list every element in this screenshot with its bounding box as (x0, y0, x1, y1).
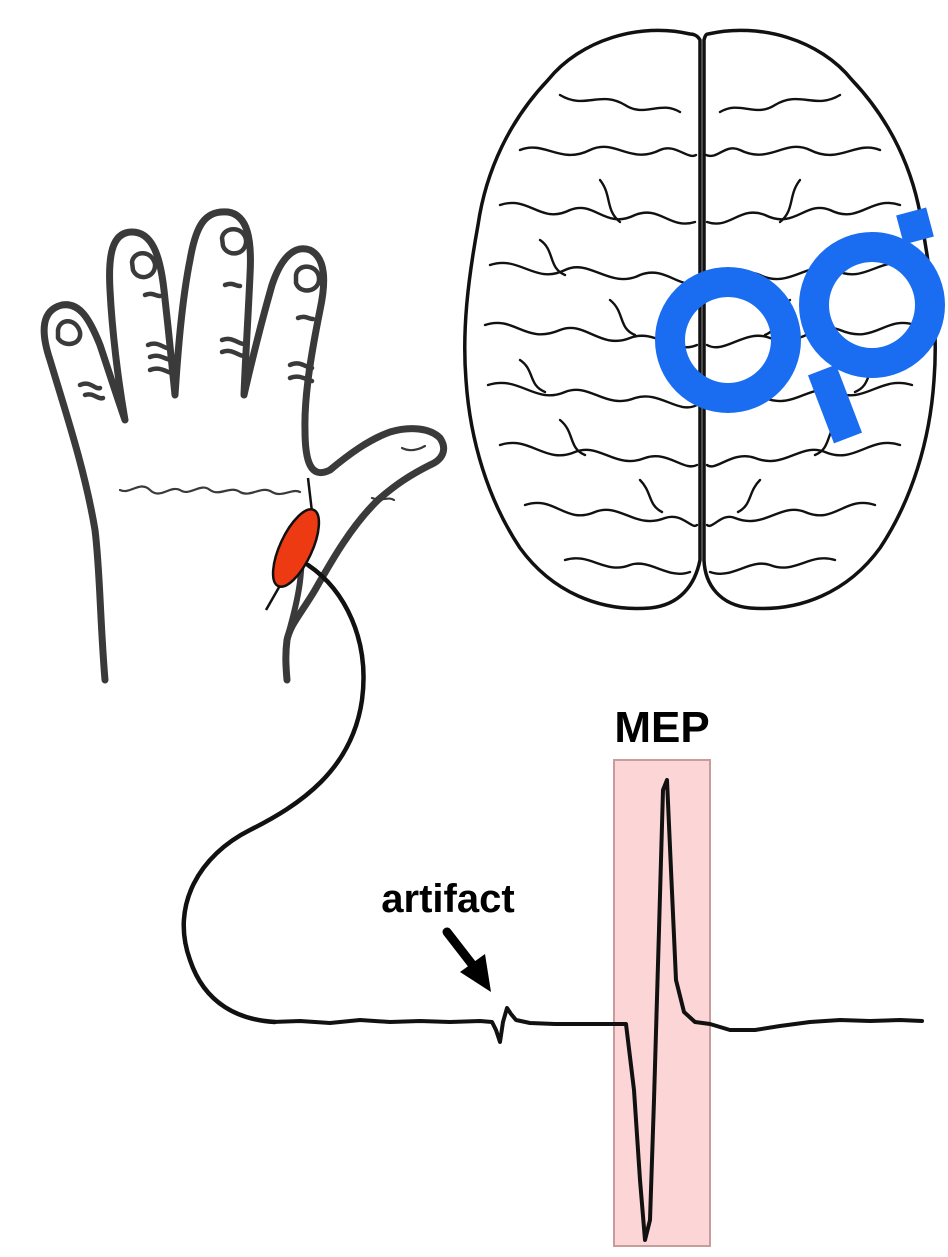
brain-icon (465, 30, 936, 608)
hand-outline (44, 212, 444, 680)
hand-icon (44, 212, 444, 680)
coil-handle-top (900, 222, 930, 230)
artifact-label: artifact (381, 877, 514, 921)
emg-trace (272, 780, 922, 1240)
mep-label: MEP (614, 703, 709, 752)
arrow-icon (447, 932, 491, 992)
